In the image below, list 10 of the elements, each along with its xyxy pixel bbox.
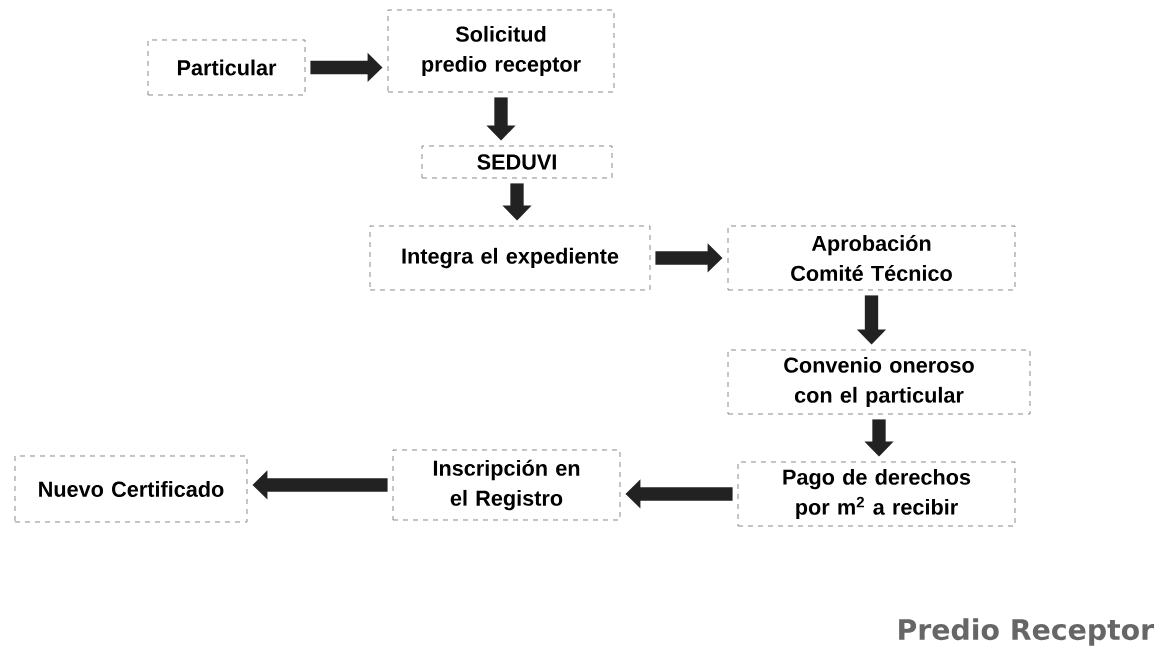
- process-box: SEDUVI: [421, 145, 613, 179]
- process-box: Solicitud predio receptor: [387, 9, 615, 93]
- process-box: Particular: [147, 39, 306, 96]
- process-box: Pago de derechos por m$^{2}$ a recibir: [737, 461, 1016, 527]
- process-box: Integra el expediente: [369, 225, 651, 291]
- process-box: Convenio oneroso con el particular: [727, 349, 1031, 415]
- process-box: Nuevo Certificado: [14, 455, 248, 523]
- caption: Predio Receptor: [899, 618, 1154, 646]
- process-box: Aprobación Comité Técnico: [727, 225, 1016, 291]
- process-box: Inscripción en el Registro: [392, 449, 621, 521]
